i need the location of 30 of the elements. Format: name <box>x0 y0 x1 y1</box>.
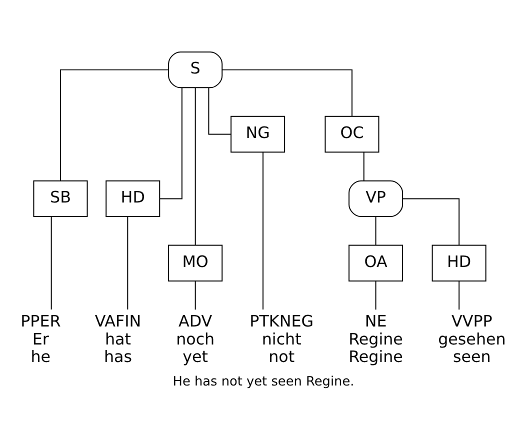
connector <box>208 87 232 135</box>
connector <box>222 69 352 117</box>
connector <box>60 69 169 182</box>
node-text: ADV noch yet <box>176 311 215 366</box>
connector <box>375 280 376 310</box>
connector <box>262 152 264 310</box>
connector <box>159 87 182 200</box>
connector <box>363 152 364 182</box>
node-text: PTKNEG nicht not <box>250 311 314 366</box>
node-box: S <box>168 51 223 88</box>
connector <box>194 280 196 310</box>
connector <box>375 216 376 246</box>
node-box: SB <box>33 180 88 218</box>
connector <box>50 216 52 310</box>
node-text: VVPP gesehen seen <box>438 311 506 366</box>
node-box: OC <box>324 116 380 153</box>
connector <box>194 88 196 246</box>
node-box: NG <box>230 116 286 153</box>
caption: He has not yet seen Regine. <box>172 374 354 390</box>
connector <box>127 216 128 310</box>
node-text: VAFIN hat has <box>94 311 142 366</box>
node-box: VP <box>348 180 404 218</box>
node-box: HD <box>432 244 486 282</box>
node-text: NE Regine Regine <box>348 311 403 366</box>
node-box: OA <box>348 244 404 282</box>
node-text: PPER Er he <box>20 311 61 366</box>
node-box: MO <box>168 244 223 282</box>
connector <box>458 280 460 310</box>
connector <box>402 198 460 246</box>
node-box: HD <box>106 180 160 218</box>
